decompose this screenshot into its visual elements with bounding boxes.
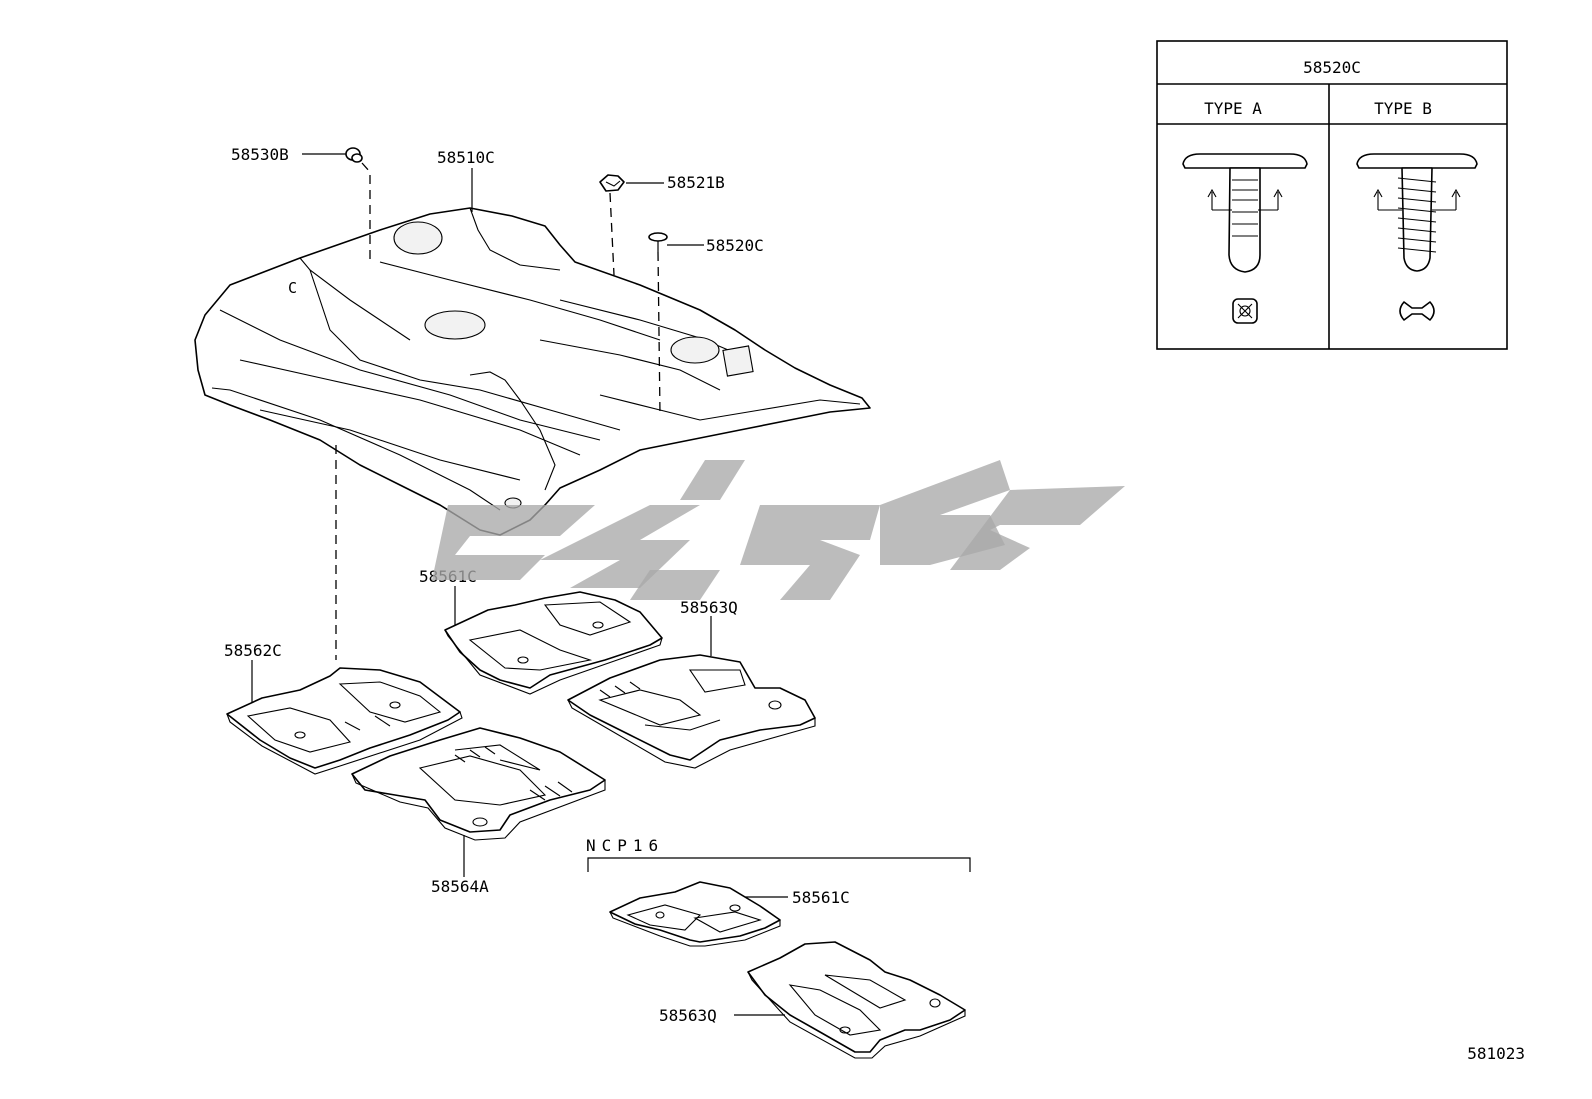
label-58562c: 58562C bbox=[224, 641, 282, 660]
clip-58530b bbox=[345, 147, 363, 163]
carpet-marker-c: C bbox=[288, 279, 297, 297]
dash-58530b bbox=[361, 162, 371, 260]
watermark-logo bbox=[432, 460, 1125, 600]
label-58520c: 58520C bbox=[706, 236, 764, 255]
dash-58521b bbox=[609, 192, 615, 276]
label-58521b: 58521B bbox=[667, 173, 725, 192]
floor-mat-58564a bbox=[351, 727, 606, 841]
floor-mat-58563q bbox=[567, 654, 816, 769]
type-a-clip-icon bbox=[1182, 153, 1308, 324]
clip-58521b bbox=[599, 174, 625, 192]
ncp16-group: NCP16 bbox=[586, 836, 971, 872]
label-58563q: 58563Q bbox=[680, 598, 738, 617]
floor-mat-58561c bbox=[444, 591, 663, 695]
detail-box-title: 58520C bbox=[1303, 58, 1361, 77]
label-58561c-ncp16: 58561C bbox=[792, 888, 850, 907]
floor-carpet-58510c: C bbox=[194, 207, 871, 536]
clip-58520c bbox=[648, 232, 668, 252]
clip-detail-box: 58520C TYPE A TYPE B bbox=[1156, 40, 1508, 350]
label-58510c: 58510C bbox=[437, 148, 495, 167]
dash-58520c bbox=[657, 251, 661, 416]
label-58530b: 58530B bbox=[231, 145, 289, 164]
type-b-label: TYPE B bbox=[1374, 99, 1432, 118]
type-a-label: TYPE A bbox=[1204, 99, 1262, 118]
floor-mat-58561c-ncp16 bbox=[609, 881, 781, 947]
page-code: 581023 bbox=[1467, 1044, 1525, 1063]
floor-mat-58562c bbox=[226, 667, 463, 775]
ncp16-label: NCP16 bbox=[586, 836, 664, 855]
label-58564a: 58564A bbox=[431, 877, 489, 896]
type-b-clip-icon bbox=[1356, 153, 1478, 321]
ncp16-bracket bbox=[587, 857, 971, 872]
floor-mat-58563q-ncp16 bbox=[747, 941, 966, 1059]
label-58563q-ncp16: 58563Q bbox=[659, 1006, 717, 1025]
